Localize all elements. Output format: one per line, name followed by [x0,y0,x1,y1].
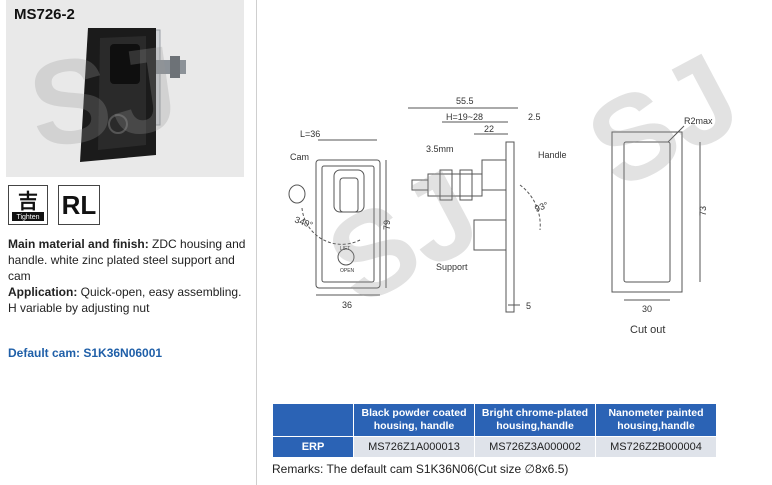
technical-drawing: L=36 Cam 340° 79 36 LIFT OPEN 55.5 H=19~… [288,96,713,336]
table-header-empty [272,403,354,437]
table-row: ERP MS726Z1A000013 MS726Z3A000002 MS726Z… [272,436,717,458]
left-panel: MS726-2 吉 Tighten RL Main material and f… [0,0,256,485]
dim-l36: L=36 [300,129,320,139]
table-header-black: Black powder coated housing, handle [353,403,475,437]
dim-55-5: 55.5 [456,96,474,106]
application-label: Application: [8,285,78,299]
latch-photo [80,28,186,162]
side-view [408,107,541,313]
dim-30: 30 [642,304,652,314]
dim-22: 22 [484,124,494,134]
table-header-chrome: Bright chrome-plated housing,handle [474,403,596,437]
table-header-row: Black powder coated housing, handle Brig… [272,403,717,437]
tighten-icon: 吉 Tighten [12,190,44,221]
erp-value-black: MS726Z1A000013 [353,436,475,458]
material-text: ZDC housing and handle. white zinc plate… [8,237,246,283]
dim-73: 73 [698,206,708,216]
lift-label: LIFT [340,246,350,252]
material-label: Main material and finish: [8,237,149,251]
rl-badge: RL [58,185,100,225]
dim-h: H=19~28 [446,112,483,122]
tighten-badge: 吉 Tighten [8,185,48,225]
cutout-label: Cut out [630,324,665,336]
dim-3-5mm: 3.5mm [426,144,454,154]
erp-value-nano: MS726Z2B000004 [595,436,717,458]
dim-angle-left: 340° [293,214,314,230]
svg-text:吉: 吉 [18,190,38,213]
dim-2-5: 2.5 [528,112,541,122]
handle-label: Handle [538,150,567,160]
erp-label: ERP [272,436,354,458]
tighten-badge-text: Tighten [16,214,39,221]
erp-value-chrome: MS726Z3A000002 [474,436,596,458]
dim-cam: Cam [290,152,309,162]
dim-36-bottom: 36 [342,300,352,310]
erp-table: Black powder coated housing, handle Brig… [272,403,717,458]
dim-79: 79 [382,220,392,230]
product-photo: MS726-2 [6,0,244,177]
default-cam: Default cam: S1K36N06001 [8,346,163,360]
r2max: R2max [684,116,713,126]
table-header-nano: Nanometer painted housing,handle [595,403,717,437]
dim-5: 5 [526,301,531,311]
description: Main material and finish: ZDC housing an… [8,236,246,316]
cutout-view [611,125,701,301]
open-label: OPEN [340,268,355,274]
remarks: Remarks: The default cam S1K36N06(Cut si… [272,462,569,476]
model-title: MS726-2 [14,6,75,23]
application-text: Quick-open, easy assembling. H variable … [8,285,242,315]
dim-angle-right: 93° [533,200,550,214]
support-label: Support [436,262,468,272]
front-view [288,139,387,296]
divider [256,0,257,485]
